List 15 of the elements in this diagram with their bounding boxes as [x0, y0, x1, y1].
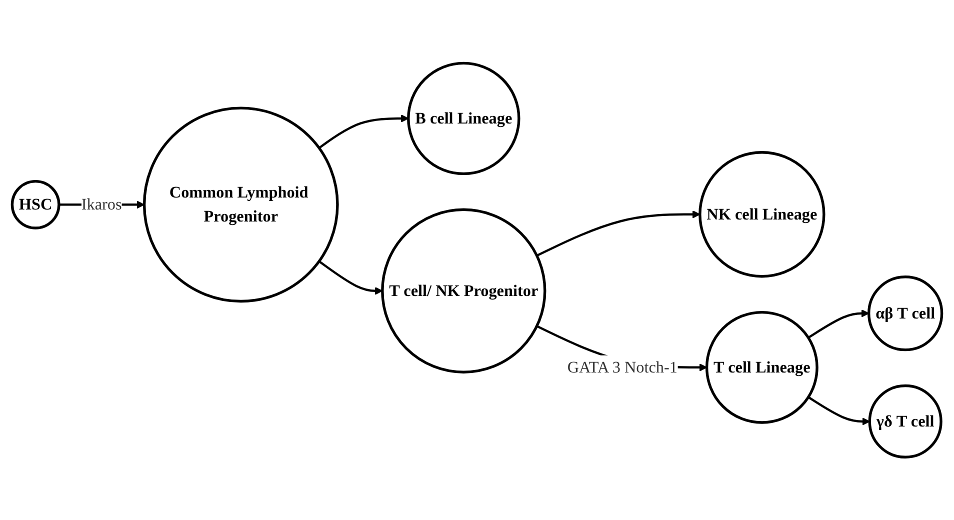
node-circle: HSC — [10, 180, 60, 230]
node-circle: T cell/ NK Progenitor — [381, 208, 546, 374]
arrow — [808, 396, 870, 426]
node-circle: B cell Lineage — [407, 62, 520, 175]
arrow — [536, 210, 700, 256]
node-circle: γδ T cell — [868, 384, 942, 458]
node-circle: NK cell Lineage — [698, 150, 826, 278]
arrow — [318, 260, 383, 295]
node-circle: T cell Lineage — [705, 310, 818, 424]
edge-label: Ikaros — [81, 195, 122, 214]
edge-label: GATA 3 Notch-1 — [567, 358, 678, 376]
arrow — [318, 114, 409, 149]
node-circle: αβ T cell — [868, 275, 944, 351]
node-circle: Common Lymphoid Progenitor — [142, 106, 339, 302]
arrow — [808, 309, 870, 338]
